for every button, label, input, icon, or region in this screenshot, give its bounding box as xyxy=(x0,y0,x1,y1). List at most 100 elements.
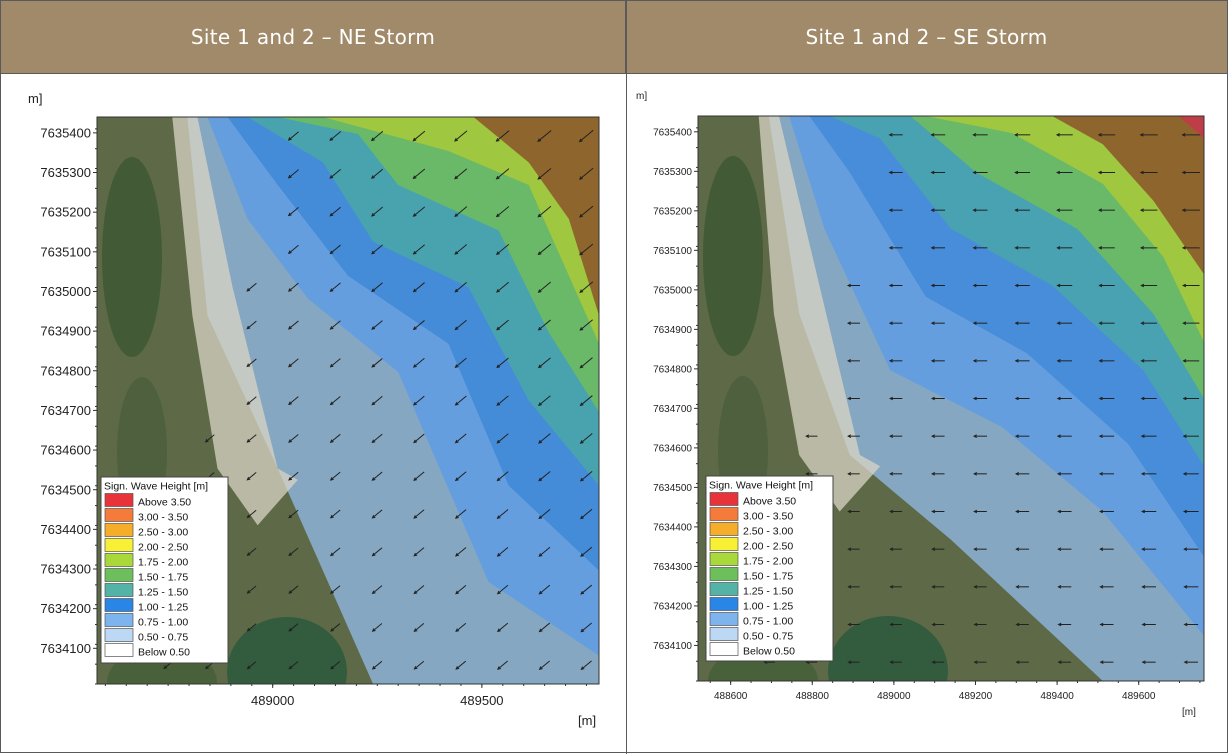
wave-arrowhead xyxy=(1056,246,1061,250)
wave-arrowhead xyxy=(1098,321,1103,325)
wave-arrowhead xyxy=(330,590,334,594)
wave-arrow xyxy=(372,509,383,519)
wave-arrowhead xyxy=(1057,622,1062,627)
wave-arrowhead xyxy=(495,175,500,180)
wave-arrowhead xyxy=(931,622,936,627)
wave-arrow xyxy=(537,205,552,218)
wave-arrowhead xyxy=(1056,170,1061,175)
wave-arrowhead xyxy=(1183,660,1188,664)
wave-arrow xyxy=(497,584,509,595)
wave-arrow xyxy=(538,509,551,519)
legend-label: Above 3.50 xyxy=(743,496,796,508)
wave-arrow xyxy=(580,433,593,444)
wave-arrowhead xyxy=(1056,208,1061,212)
wave-arrow xyxy=(371,244,383,255)
wave-arrow xyxy=(413,168,426,179)
y-tick-label: 7634100 xyxy=(653,641,692,652)
wave-arrow xyxy=(371,433,383,443)
y-axis-label: m] xyxy=(28,91,42,106)
wave-arrow xyxy=(247,661,257,670)
header-se-storm: Site 1 and 2 – SE Storm xyxy=(626,1,1227,73)
y-tick-label: 7634300 xyxy=(40,562,91,577)
wave-arrowhead xyxy=(973,585,978,589)
wave-arrowhead xyxy=(413,477,418,482)
wave-arrow xyxy=(538,281,552,293)
wave-arrowhead xyxy=(496,477,501,482)
wave-arrow xyxy=(246,282,257,292)
wave-arrowhead xyxy=(329,363,334,368)
wave-arrow xyxy=(371,395,383,406)
wave-arrow xyxy=(538,357,551,368)
legend-label: Below 0.50 xyxy=(743,646,795,658)
wave-arrow xyxy=(247,585,257,594)
wave-arrowhead xyxy=(579,364,584,369)
wave-arrowhead xyxy=(930,133,935,137)
wave-arrow xyxy=(413,433,425,443)
legend-swatch xyxy=(709,597,739,611)
y-tick-label: 7635100 xyxy=(40,244,91,259)
column-divider xyxy=(626,1,627,754)
wave-arrowhead xyxy=(371,363,376,368)
wave-arrowhead xyxy=(371,326,376,330)
wave-arrow xyxy=(413,130,426,142)
wave-arrowhead xyxy=(371,552,376,557)
y-tick-label: 7634400 xyxy=(653,522,692,533)
wave-arrowhead xyxy=(931,547,936,551)
wave-arrow xyxy=(371,282,383,292)
wave-arrow xyxy=(579,129,594,142)
wave-arrowhead xyxy=(888,133,893,137)
wave-arrowhead xyxy=(246,552,251,557)
wave-arrowhead xyxy=(1099,585,1104,589)
wave-arrowhead xyxy=(454,515,459,519)
wave-arrowhead xyxy=(1182,321,1187,325)
wave-arrowhead xyxy=(847,396,852,401)
wave-arrowhead xyxy=(972,359,977,363)
wave-arrowhead xyxy=(496,515,501,519)
wave-arrowhead xyxy=(246,363,251,368)
wave-arrowhead xyxy=(805,434,810,438)
wave-arrow xyxy=(413,282,425,293)
wave-arrowhead xyxy=(413,628,418,632)
wave-arrow xyxy=(496,243,510,255)
x-tick-label: 489400 xyxy=(1040,691,1074,702)
wave-arrowhead xyxy=(454,364,459,368)
wave-arrowhead xyxy=(805,472,810,476)
wave-arrowhead xyxy=(1183,622,1188,627)
wave-arrowhead xyxy=(580,590,585,595)
wave-arrowhead xyxy=(1098,246,1103,250)
wave-arrowhead xyxy=(1014,170,1019,175)
legend-swatch xyxy=(104,508,134,522)
wave-arrow xyxy=(288,320,299,330)
wave-arrowhead xyxy=(288,363,292,368)
y-tick-label: 7635400 xyxy=(653,127,692,138)
wave-arrow xyxy=(538,395,551,406)
wave-arrowhead xyxy=(847,359,852,363)
wave-arrowhead xyxy=(163,665,168,670)
wave-arrow xyxy=(413,585,425,594)
wave-arrowhead xyxy=(412,326,417,331)
wave-arrow xyxy=(330,623,341,632)
wave-arrow xyxy=(497,622,509,632)
wave-arrowhead xyxy=(1056,434,1061,438)
plot-frame xyxy=(697,115,1205,682)
wave-arrowhead xyxy=(1141,509,1146,514)
y-tick-label: 7635000 xyxy=(653,285,692,296)
wave-arrowhead xyxy=(1056,283,1061,288)
y-tick-label: 7634900 xyxy=(653,325,692,336)
wave-arrowhead xyxy=(537,213,542,218)
wave-arrow xyxy=(455,471,467,481)
legend-label: 1.50 - 1.75 xyxy=(138,572,188,584)
wave-arrowhead xyxy=(329,137,334,141)
wave-arrowhead xyxy=(288,439,293,443)
legend-swatch xyxy=(104,613,134,627)
wave-arrowhead xyxy=(329,552,334,557)
wave-arrow xyxy=(539,584,551,595)
wave-arrowhead xyxy=(455,628,460,633)
wave-arrowhead xyxy=(846,321,851,325)
wave-arrow xyxy=(372,471,383,481)
wave-arrow xyxy=(288,547,299,556)
wave-arrowhead xyxy=(888,283,893,288)
legend-swatch xyxy=(104,523,134,537)
x-axis-label: [m] xyxy=(578,713,596,728)
wave-arrow xyxy=(455,319,467,330)
